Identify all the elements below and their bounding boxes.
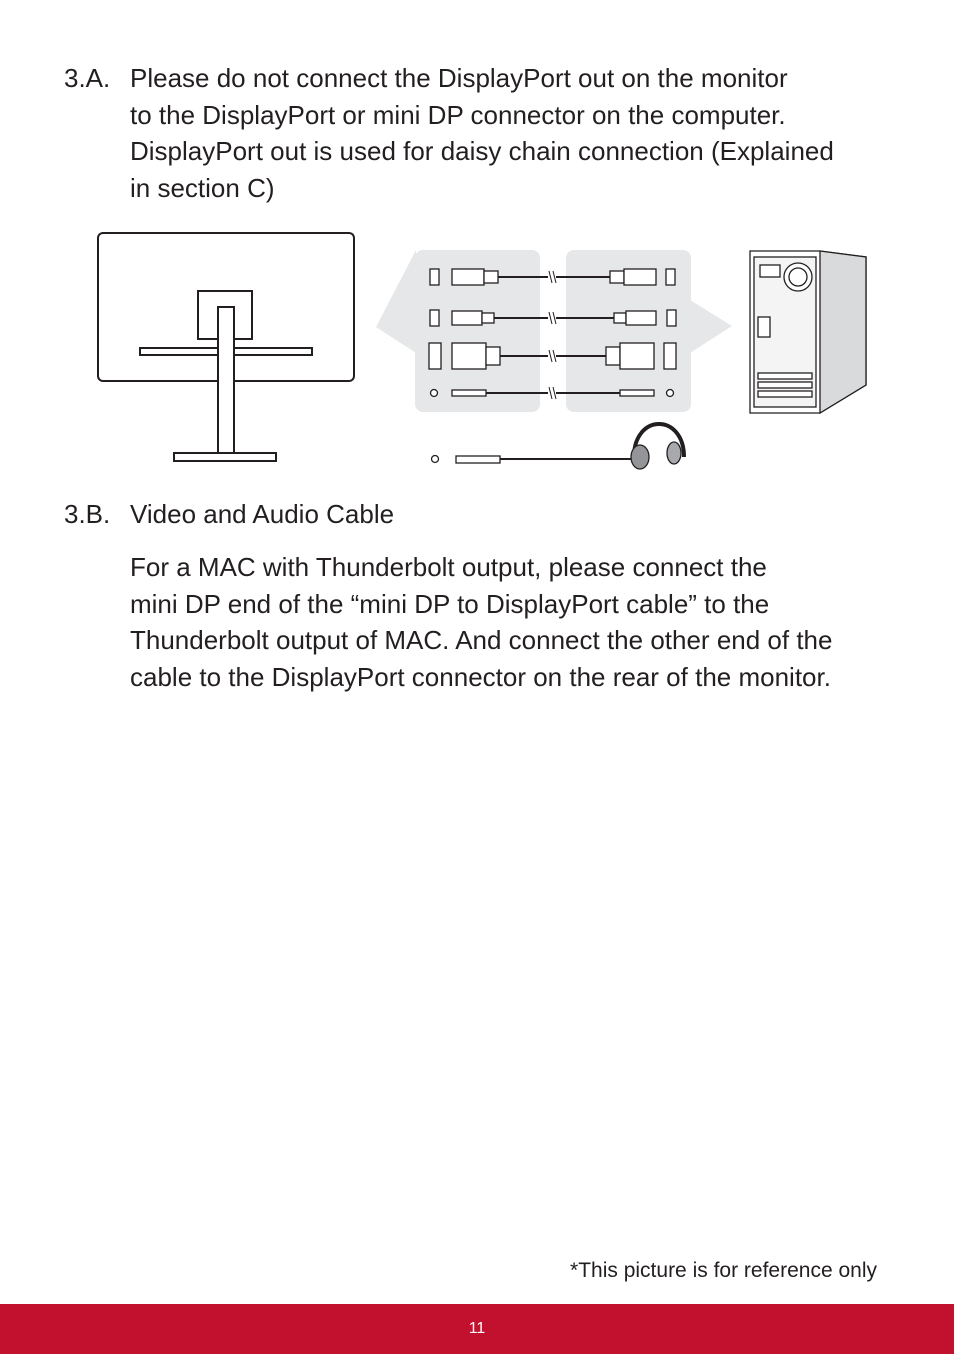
connection-panels [376,250,732,412]
section-3b-line: mini DP end of the “mini DP to DisplayPo… [130,588,770,619]
section-3a-label: 3.A. [64,63,111,93]
cable-break-marks [548,270,557,400]
page-number: 11 [468,1320,486,1337]
page-footer: 11 [0,1304,954,1354]
cable-illustrations [451,268,657,397]
section-3b-text: For a MAC with Thunderbolt output, pleas… [130,549,890,695]
headphones-icon [630,422,686,470]
section-3a-text: Please do not connect the DisplayPort ou… [130,60,890,206]
section-3b-title: Video and Audio Cable [130,499,395,529]
reference-footnote: *This picture is for reference only [570,1259,877,1282]
section-3a-line: Please do not connect the DisplayPort ou… [130,63,788,93]
section-3a-line: in section C) [130,172,275,203]
section-3a-line: DisplayPort out is used for daisy chain … [130,136,834,166]
computer-ports-icon [663,268,677,398]
monitor-ports-icon [428,268,442,398]
headphone-connection [430,454,635,464]
section-3b-label: 3.B. [64,499,111,529]
monitor-rear-illustration [97,232,355,462]
section-3b-line: Thunderbolt output of MAC. And connect t… [130,625,833,655]
connection-diagram [97,232,867,470]
section-3a-line: to the DisplayPort or mini DP connector … [130,99,786,130]
section-3b-line: For a MAC with Thunderbolt output, pleas… [130,552,767,582]
section-3b-line: cable to the DisplayPort connector on th… [130,661,831,692]
computer-tower-illustration [749,250,867,415]
